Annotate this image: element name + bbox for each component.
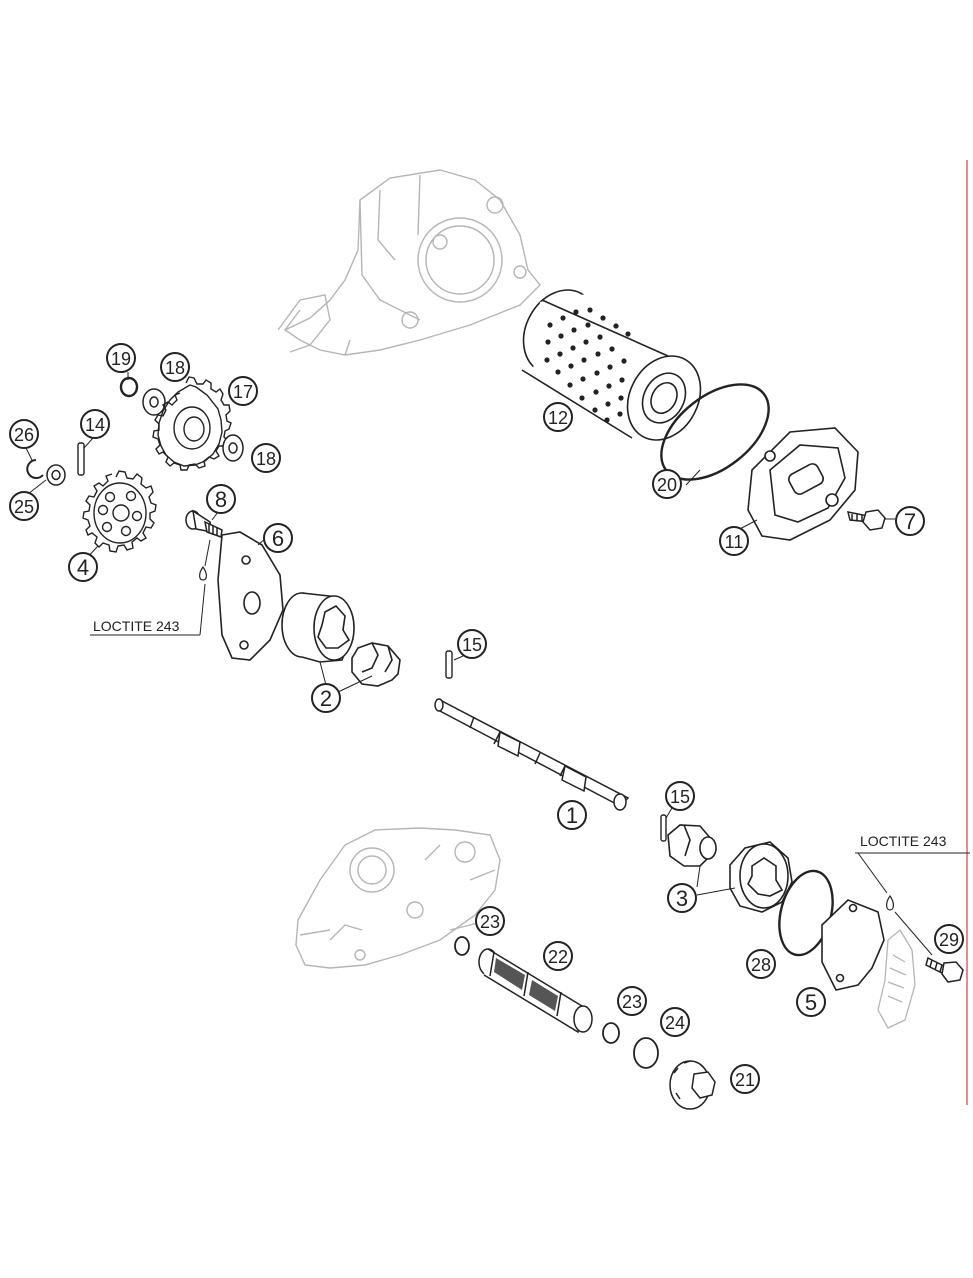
o-ring-23-left — [454, 936, 470, 956]
callout-8: 8 — [206, 484, 236, 514]
callout-12: 12 — [543, 402, 573, 432]
callout-5: 5 — [796, 987, 826, 1017]
cover-bracket-ghost — [877, 929, 916, 1029]
callout-18-lower-label: 18 — [256, 449, 276, 469]
callout-2: 2 — [311, 683, 341, 713]
callout-19: 19 — [106, 343, 136, 373]
callout-26-label: 26 — [14, 425, 34, 445]
outer-rotor-3 — [729, 841, 793, 913]
callout-1-label: 1 — [566, 803, 578, 828]
callout-14: 14 — [80, 409, 110, 439]
screw-8 — [185, 509, 223, 539]
callout-7-label: 7 — [904, 509, 916, 534]
loctite-note-right: LOCTITE 243 — [860, 833, 947, 849]
callout-21-label: 21 — [735, 1070, 755, 1090]
o-ring-23-right — [602, 1022, 620, 1044]
engine-housing-lower — [295, 827, 501, 969]
callout-22: 22 — [543, 941, 573, 971]
retaining-ring-19 — [119, 376, 139, 398]
callout-25-label: 25 — [14, 497, 34, 517]
callout-7: 7 — [895, 506, 925, 536]
callout-5-label: 5 — [805, 990, 817, 1015]
screw-29 — [925, 956, 964, 983]
callout-23-lower-label: 23 — [622, 992, 642, 1012]
gear-4 — [82, 470, 157, 553]
callout-15-upper: 15 — [457, 629, 487, 659]
inner-rotor-2 — [351, 642, 401, 687]
pin-15-lower — [660, 814, 667, 842]
callout-21: 21 — [730, 1064, 760, 1094]
callout-17: 17 — [228, 376, 258, 406]
callout-25: 25 — [9, 491, 39, 521]
callout-22-label: 22 — [548, 947, 568, 967]
washer-18-upper — [142, 388, 166, 416]
callout-24-label: 24 — [665, 1013, 685, 1033]
callout-leaders — [25, 372, 895, 896]
drain-plug-21 — [669, 1060, 716, 1110]
callout-28-label: 28 — [751, 955, 771, 975]
engine-housing-upper — [277, 169, 541, 356]
oil-strainer-22 — [478, 948, 593, 1034]
callout-11-label: 11 — [725, 532, 744, 552]
callout-20-label: 20 — [657, 475, 677, 495]
gear-17 — [152, 376, 232, 471]
callout-23-upper-label: 23 — [480, 912, 500, 932]
callout-6: 6 — [263, 523, 293, 553]
callout-26: 26 — [9, 419, 39, 449]
callout-12-label: 12 — [548, 408, 568, 428]
callout-18-upper: 18 — [160, 352, 190, 382]
callout-19-label: 19 — [111, 349, 131, 369]
pin-14 — [77, 442, 85, 476]
callout-8-label: 8 — [215, 487, 227, 512]
oil-filter — [521, 289, 702, 441]
callout-14-label: 14 — [85, 415, 105, 435]
pump-shaft-1 — [434, 698, 630, 811]
callout-11: 11 — [719, 526, 749, 556]
callout-18-lower: 18 — [251, 443, 281, 473]
loctite-note-left: LOCTITE 243 — [93, 618, 180, 634]
callout-23-upper: 23 — [475, 906, 505, 936]
filter-cover-11 — [747, 427, 859, 541]
callout-15-lower-label: 15 — [670, 787, 690, 807]
callout-4-label: 4 — [77, 555, 89, 580]
pump-cover-plate-6 — [217, 531, 284, 661]
callout-1: 1 — [557, 800, 587, 830]
washer-18-lower — [222, 434, 244, 462]
callout-3-label: 3 — [676, 886, 688, 911]
o-ring-24 — [633, 1037, 659, 1069]
pump-cover-5 — [821, 899, 885, 991]
callout-2-label: 2 — [320, 686, 332, 711]
callout-29-label: 29 — [939, 930, 959, 950]
circlip-26 — [26, 459, 44, 479]
callout-6-label: 6 — [272, 526, 284, 551]
pin-15-upper — [445, 650, 453, 679]
callout-28: 28 — [746, 949, 776, 979]
callout-24: 24 — [660, 1007, 690, 1037]
callout-20: 20 — [652, 469, 682, 499]
callout-3: 3 — [667, 883, 697, 913]
outer-rotor-2 — [281, 592, 355, 663]
screw-7 — [846, 509, 886, 531]
callout-29: 29 — [934, 924, 964, 954]
loctite-drop-right — [886, 894, 894, 911]
callout-15-lower: 15 — [665, 781, 695, 811]
loctite-left-leader — [90, 583, 206, 636]
callout-23-lower: 23 — [617, 986, 647, 1016]
inner-rotor-3 — [667, 824, 717, 867]
page-edge-line — [966, 160, 968, 1105]
loctite-drop-left — [199, 539, 211, 581]
callout-15-upper-label: 15 — [462, 635, 482, 655]
callout-4: 4 — [68, 552, 98, 582]
loctite-right-leader — [855, 852, 970, 956]
washer-25 — [46, 464, 66, 486]
callout-17-label: 17 — [233, 382, 253, 402]
callout-18-upper-label: 18 — [165, 358, 185, 378]
